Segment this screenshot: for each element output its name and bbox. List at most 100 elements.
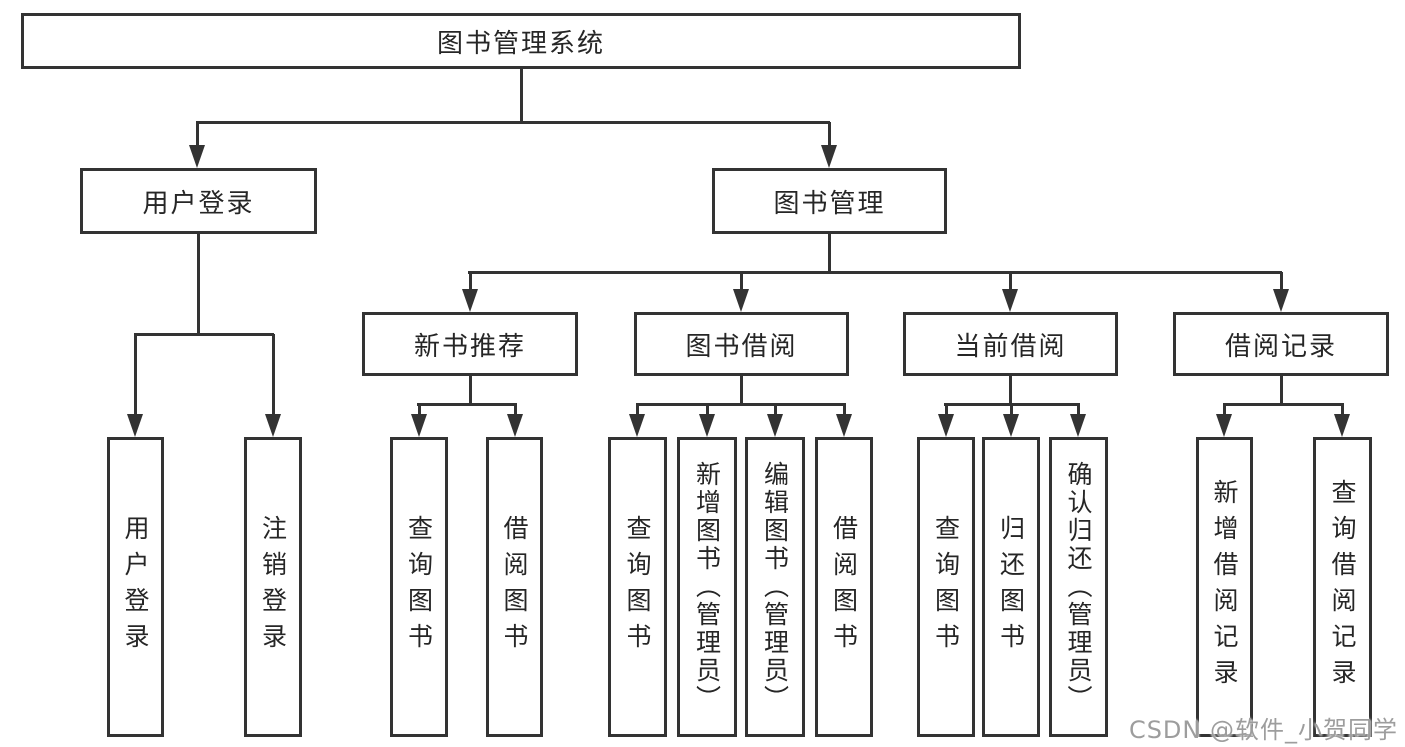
leaf-user-login: 用户登录 <box>107 437 164 737</box>
node-user-login: 用户登录 <box>80 168 317 234</box>
arrow-shaft <box>513 404 517 417</box>
node-borrowing-records: 借阅记录 <box>1173 312 1389 376</box>
arrow-down-icon <box>733 272 749 312</box>
arrow-down-icon <box>1070 404 1086 437</box>
leaf-label: 查询图书 <box>404 515 434 659</box>
node-label: 图书借阅 <box>685 331 798 362</box>
arrow-head <box>1070 414 1086 437</box>
arrow-shaft <box>1340 404 1344 417</box>
arrow-head <box>127 414 143 437</box>
arrow-shaft <box>468 272 472 292</box>
leaf-borrow-books-recommend: 借阅图书 <box>486 437 543 737</box>
arrow-down-icon <box>265 334 281 437</box>
leaf-label: 确认归还（管理员） <box>1064 461 1093 713</box>
arrow-shaft <box>827 122 831 148</box>
arrow-down-icon <box>1216 404 1232 437</box>
arrow-head <box>1002 289 1018 312</box>
connector-line <box>827 234 831 273</box>
arrow-head <box>189 145 205 168</box>
leaf-label: 查询图书 <box>931 515 961 659</box>
leaf-label: 查询借阅记录 <box>1328 479 1357 695</box>
arrow-head <box>821 145 837 168</box>
connector-line <box>1008 376 1012 406</box>
leaf-confirm-return-admin: 确认归还（管理员） <box>1049 437 1108 737</box>
arrow-down-icon <box>462 272 478 312</box>
arrow-head <box>836 414 852 437</box>
arrow-head <box>1216 414 1232 437</box>
leaf-label: 新增借阅记录 <box>1210 479 1239 695</box>
arrow-shaft <box>195 122 199 148</box>
arrow-down-icon <box>938 404 954 437</box>
arrow-shaft <box>705 404 709 417</box>
connector-line <box>739 376 743 406</box>
leaf-label: 用户登录 <box>121 515 150 659</box>
arrow-shaft <box>1008 272 1012 292</box>
arrow-head <box>767 414 783 437</box>
node-book-borrowing: 图书借阅 <box>634 312 849 376</box>
arrow-down-icon <box>699 404 715 437</box>
leaf-edit-book-admin: 编辑图书（管理员） <box>745 437 805 737</box>
leaf-label: 查询图书 <box>623 515 652 659</box>
arrow-down-icon <box>1002 272 1018 312</box>
leaf-return-books: 归还图书 <box>982 437 1040 737</box>
arrow-head <box>1334 414 1350 437</box>
arrow-down-icon <box>767 404 783 437</box>
arrow-shaft <box>417 404 421 417</box>
node-label: 借阅记录 <box>1224 331 1337 362</box>
connector-line <box>468 376 472 406</box>
leaf-query-books-recommend: 查询图书 <box>390 437 448 737</box>
connector-line <box>196 234 200 336</box>
leaf-query-books-borrowing: 查询图书 <box>608 437 667 737</box>
leaf-label: 编辑图书（管理员） <box>760 461 790 713</box>
node-label: 用户登录 <box>142 188 255 219</box>
node-label: 图书管理 <box>773 188 886 219</box>
arrow-shaft <box>1076 404 1080 417</box>
node-label: 图书管理系统 <box>436 28 605 59</box>
node-label: 新书推荐 <box>413 331 526 362</box>
arrow-shaft <box>842 404 846 417</box>
connector-line <box>134 332 274 336</box>
leaf-label: 借阅图书 <box>829 515 859 659</box>
arrow-down-icon <box>127 334 143 437</box>
node-book-management: 图书管理 <box>712 168 947 234</box>
connector-line <box>519 69 523 123</box>
node-label: 当前借阅 <box>954 331 1067 362</box>
arrow-shaft <box>635 404 639 417</box>
leaf-borrow-books-borrowing: 借阅图书 <box>815 437 873 737</box>
arrow-shaft <box>1009 404 1013 417</box>
node-current-borrowing: 当前借阅 <box>903 312 1118 376</box>
arrow-down-icon <box>411 404 427 437</box>
arrow-head <box>411 414 427 437</box>
arrow-shaft <box>739 272 743 292</box>
arrow-down-icon <box>189 122 205 168</box>
arrow-head <box>1003 414 1019 437</box>
arrow-shaft <box>133 334 137 417</box>
arrow-head <box>462 289 478 312</box>
leaf-logout: 注销登录 <box>244 437 302 737</box>
node-library-system: 图书管理系统 <box>21 13 1021 69</box>
arrow-head <box>733 289 749 312</box>
arrow-head <box>699 414 715 437</box>
leaf-label: 借阅图书 <box>500 515 529 659</box>
arrow-head <box>1273 289 1289 312</box>
connector-line <box>196 120 830 124</box>
arrow-down-icon <box>1273 272 1289 312</box>
arrow-shaft <box>1279 272 1283 292</box>
leaf-add-borrow-record: 新增借阅记录 <box>1196 437 1253 737</box>
connector-line <box>417 402 517 406</box>
arrow-down-icon <box>507 404 523 437</box>
arrow-down-icon <box>1003 404 1019 437</box>
arrow-down-icon <box>629 404 645 437</box>
arrow-shaft <box>271 334 275 417</box>
connector-line <box>1223 402 1344 406</box>
arrow-down-icon <box>821 122 837 168</box>
connector-line <box>636 402 846 406</box>
csdn-watermark: CSDN @软件_小贺同学 <box>1128 716 1398 744</box>
arrow-shaft <box>1222 404 1226 417</box>
arrow-shaft <box>944 404 948 417</box>
arrow-down-icon <box>836 404 852 437</box>
arrow-head <box>507 414 523 437</box>
leaf-label: 归还图书 <box>996 515 1026 659</box>
arrow-head <box>265 414 281 437</box>
leaf-query-books-current: 查询图书 <box>917 437 975 737</box>
